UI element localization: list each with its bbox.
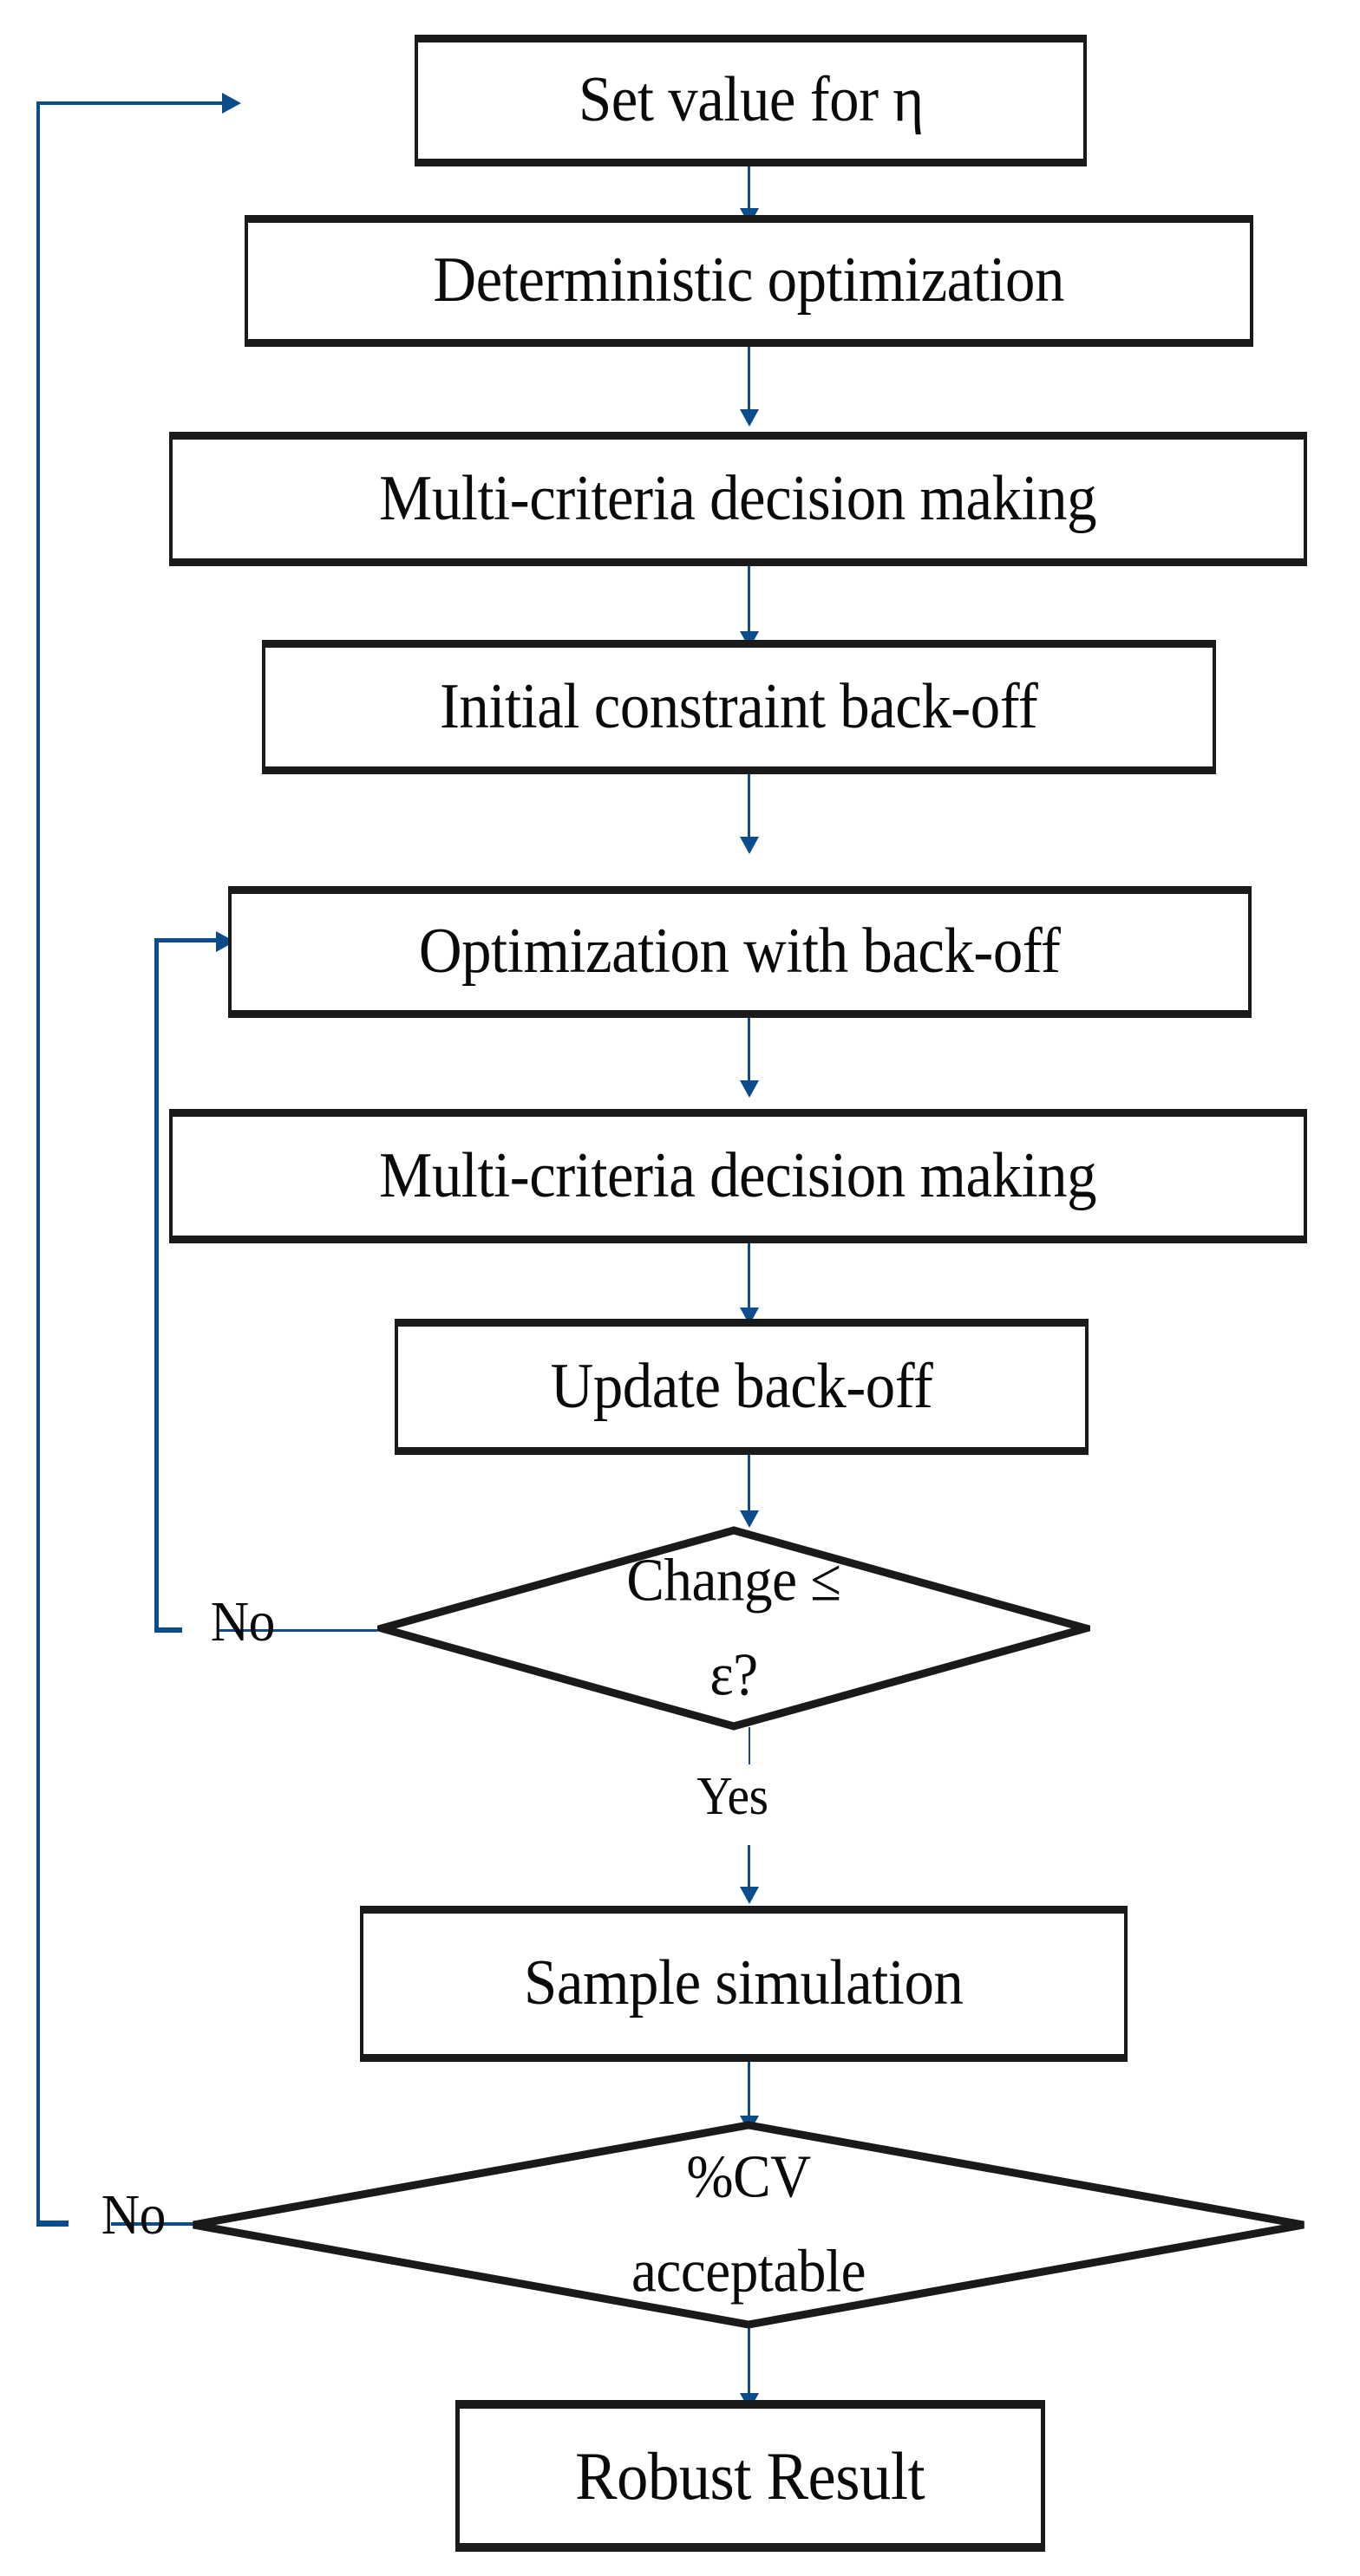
node-deterministic-optimization[interactable]: Deterministic optimization	[245, 215, 1253, 347]
edge-label-change-no: No	[210, 1590, 276, 1653]
edge-change-eps-to-sample-sim	[749, 1727, 750, 1764]
edge-init-backoff-to-opt-backoff	[748, 774, 750, 845]
node-cv-acceptable-decision[interactable]: %CV acceptable	[189, 2121, 1308, 2329]
edge-change-eps-to-sample-sim-arrowhead	[740, 1887, 759, 1904]
edge-set-eta-to-det-opt	[748, 166, 750, 214]
node-sample-simulation-label: Sample simulation	[524, 1947, 964, 2019]
change-no-branch-line	[217, 1629, 377, 1632]
node-robust-result-label: Robust Result	[575, 2437, 925, 2514]
inner-loop-bottom-horizontal-line	[154, 1627, 182, 1633]
outer-loop-vertical-line	[36, 101, 40, 2223]
node-sample-simulation[interactable]: Sample simulation	[360, 1906, 1128, 2062]
edge-opt-backoff-to-mcdm-2-arrowhead	[740, 1080, 759, 1098]
edge-opt-backoff-to-mcdm-2	[748, 1018, 750, 1087]
node-robust-result[interactable]: Robust Result	[455, 2400, 1045, 2552]
node-change-epsilon-decision[interactable]: Change ≤ ε?	[377, 1526, 1090, 1731]
edge-det-opt-to-mcdm-1	[748, 347, 750, 416]
node-multi-criteria-decision-making-1[interactable]: Multi-criteria decision making	[169, 432, 1307, 566]
edge-update-backoff-to-change-eps	[748, 1455, 750, 1516]
outer-loop-arrowhead	[222, 93, 241, 114]
node-update-back-off[interactable]: Update back-off	[395, 1319, 1089, 1455]
edge-label-cv-no: No	[101, 2183, 167, 2247]
inner-loop-top-horizontal-line	[154, 938, 218, 942]
diamond-shape-change-epsilon	[377, 1526, 1090, 1731]
edge-label-change-yes: Yes	[696, 1767, 768, 1826]
edge-sample-sim-to-cv-acceptable	[748, 2061, 750, 2122]
edge-mcdm-1-to-init-backoff	[748, 566, 750, 640]
edge-cv-acceptable-to-robust-result	[748, 2324, 750, 2397]
node-optimization-with-back-off-label: Optimization with back-off	[419, 916, 1061, 988]
node-deterministic-optimization-label: Deterministic optimization	[433, 245, 1065, 316]
edge-update-backoff-to-change-eps-arrowhead	[740, 1510, 759, 1528]
node-set-eta[interactable]: Set value for η	[415, 35, 1087, 166]
edge-init-backoff-to-opt-backoff-arrowhead	[740, 837, 759, 854]
node-initial-constraint-back-off-label: Initial constraint back-off	[440, 670, 1038, 742]
diamond-shape-cv-acceptable	[193, 2121, 1304, 2329]
edge-mcdm-2-to-update-backoff	[748, 1243, 750, 1314]
outer-loop-top-horizontal-line	[36, 101, 224, 105]
edge-yes-to-sample-sim	[748, 1845, 750, 1895]
node-initial-constraint-back-off[interactable]: Initial constraint back-off	[262, 640, 1216, 774]
node-multi-criteria-decision-making-2-label: Multi-criteria decision making	[379, 1139, 1097, 1211]
node-multi-criteria-decision-making-1-label: Multi-criteria decision making	[379, 462, 1097, 534]
node-optimization-with-back-off[interactable]: Optimization with back-off	[228, 886, 1252, 1018]
node-set-eta-label: Set value for η	[578, 64, 924, 136]
node-update-back-off-label: Update back-off	[550, 1350, 933, 1422]
inner-loop-vertical-line	[154, 938, 159, 1631]
outer-loop-bottom-horizontal-line	[36, 2221, 69, 2227]
node-multi-criteria-decision-making-2[interactable]: Multi-criteria decision making	[169, 1109, 1307, 1243]
edge-det-opt-to-mcdm-1-arrowhead	[740, 409, 759, 427]
